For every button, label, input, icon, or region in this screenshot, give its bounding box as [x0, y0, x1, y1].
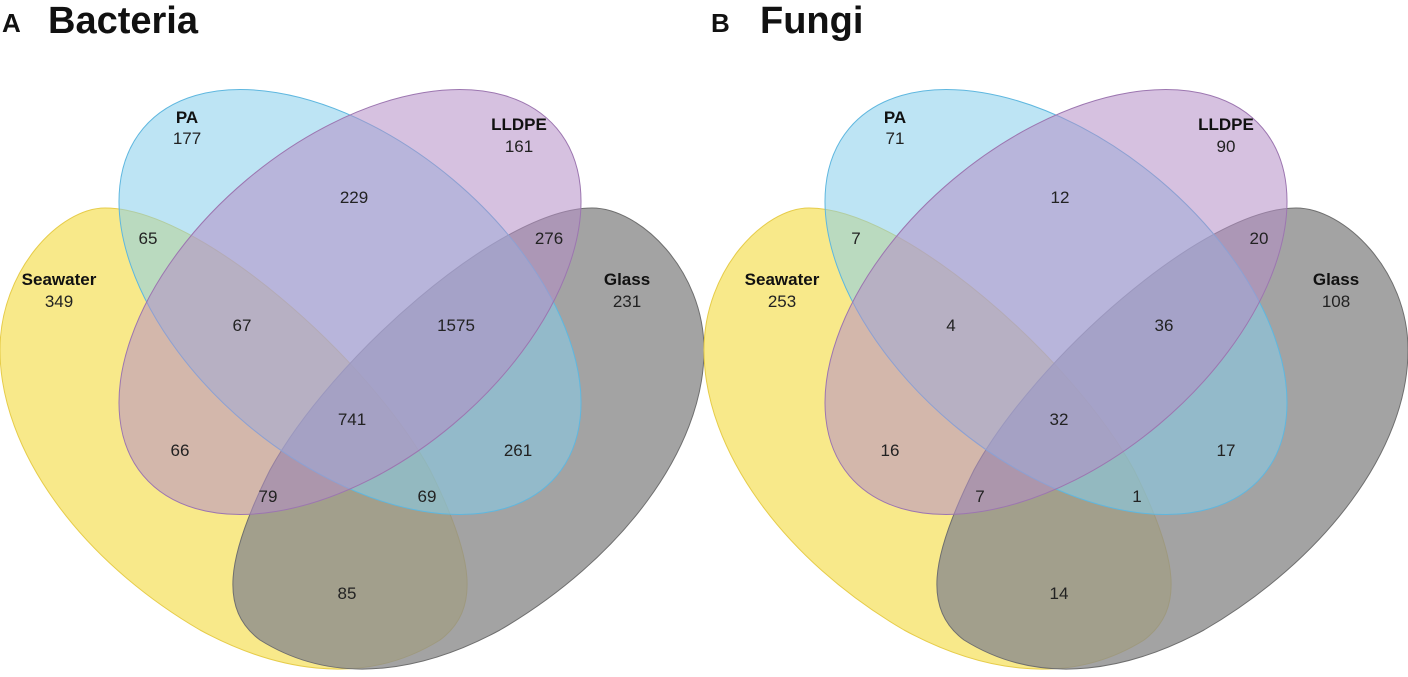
count-lldpe-glass: 20 — [1250, 229, 1269, 248]
set-label-pa: PA — [884, 108, 906, 127]
count-pa-lldpe-glass: 36 — [1155, 316, 1174, 335]
set-label-seawater: Seawater — [745, 270, 820, 289]
count-seawater-glass: 85 — [338, 584, 357, 603]
count-pa-glass: 17 — [1217, 441, 1236, 460]
count-pa-seawater-glass: 1 — [1132, 487, 1141, 506]
count-lldpe-seawater: 66 — [171, 441, 190, 460]
count-all: 32 — [1050, 410, 1069, 429]
lldpe-set — [118, 89, 582, 515]
count-pa-lldpe-glass: 1575 — [437, 316, 475, 335]
panel-bacteria: A Bacteria PA 177 LLDPE 161 Seawater 349… — [0, 0, 705, 670]
unique-count-pa: 177 — [173, 129, 201, 148]
count-lldpe-glass: 276 — [535, 229, 563, 248]
panel-title: Fungi — [760, 0, 864, 42]
count-pa-seawater-glass: 69 — [418, 487, 437, 506]
count-pa-seawater: 7 — [851, 229, 860, 248]
count-lldpe-seawater-glass: 7 — [975, 487, 984, 506]
set-label-lldpe: LLDPE — [491, 115, 547, 134]
unique-count-seawater: 349 — [45, 292, 73, 311]
unique-count-glass: 231 — [613, 292, 641, 311]
set-label-seawater: Seawater — [22, 270, 97, 289]
panel-letter: A — [2, 8, 21, 38]
set-label-glass: Glass — [1313, 270, 1359, 289]
venn-diagram: PA 177 LLDPE 161 Seawater 349 Glass 231 … — [0, 89, 705, 670]
count-pa-lldpe-seawater: 67 — [233, 316, 252, 335]
count-lldpe-seawater-glass: 79 — [259, 487, 278, 506]
set-label-pa: PA — [176, 108, 198, 127]
panel-title: Bacteria — [48, 0, 198, 42]
count-all: 741 — [338, 410, 366, 429]
unique-count-pa: 71 — [886, 129, 905, 148]
count-pa-lldpe: 12 — [1051, 188, 1070, 207]
unique-count-glass: 108 — [1322, 292, 1350, 311]
panel-letter: B — [711, 8, 730, 38]
venn-diagram: PA 71 LLDPE 90 Seawater 253 Glass 108 12… — [703, 89, 1408, 670]
unique-count-seawater: 253 — [768, 292, 796, 311]
lldpe-set — [824, 89, 1288, 515]
panel-fungi: B Fungi PA 71 LLDPE 90 Seawater 253 Glas… — [703, 0, 1408, 677]
unique-count-lldpe: 90 — [1217, 137, 1236, 156]
unique-count-lldpe: 161 — [505, 137, 533, 156]
set-label-lldpe: LLDPE — [1198, 115, 1254, 134]
count-pa-lldpe-seawater: 4 — [946, 316, 955, 335]
count-seawater-glass: 14 — [1050, 584, 1069, 603]
count-lldpe-seawater: 16 — [881, 441, 900, 460]
count-pa-glass: 261 — [504, 441, 532, 460]
count-pa-seawater: 65 — [139, 229, 158, 248]
set-label-glass: Glass — [604, 270, 650, 289]
count-pa-lldpe: 229 — [340, 188, 368, 207]
